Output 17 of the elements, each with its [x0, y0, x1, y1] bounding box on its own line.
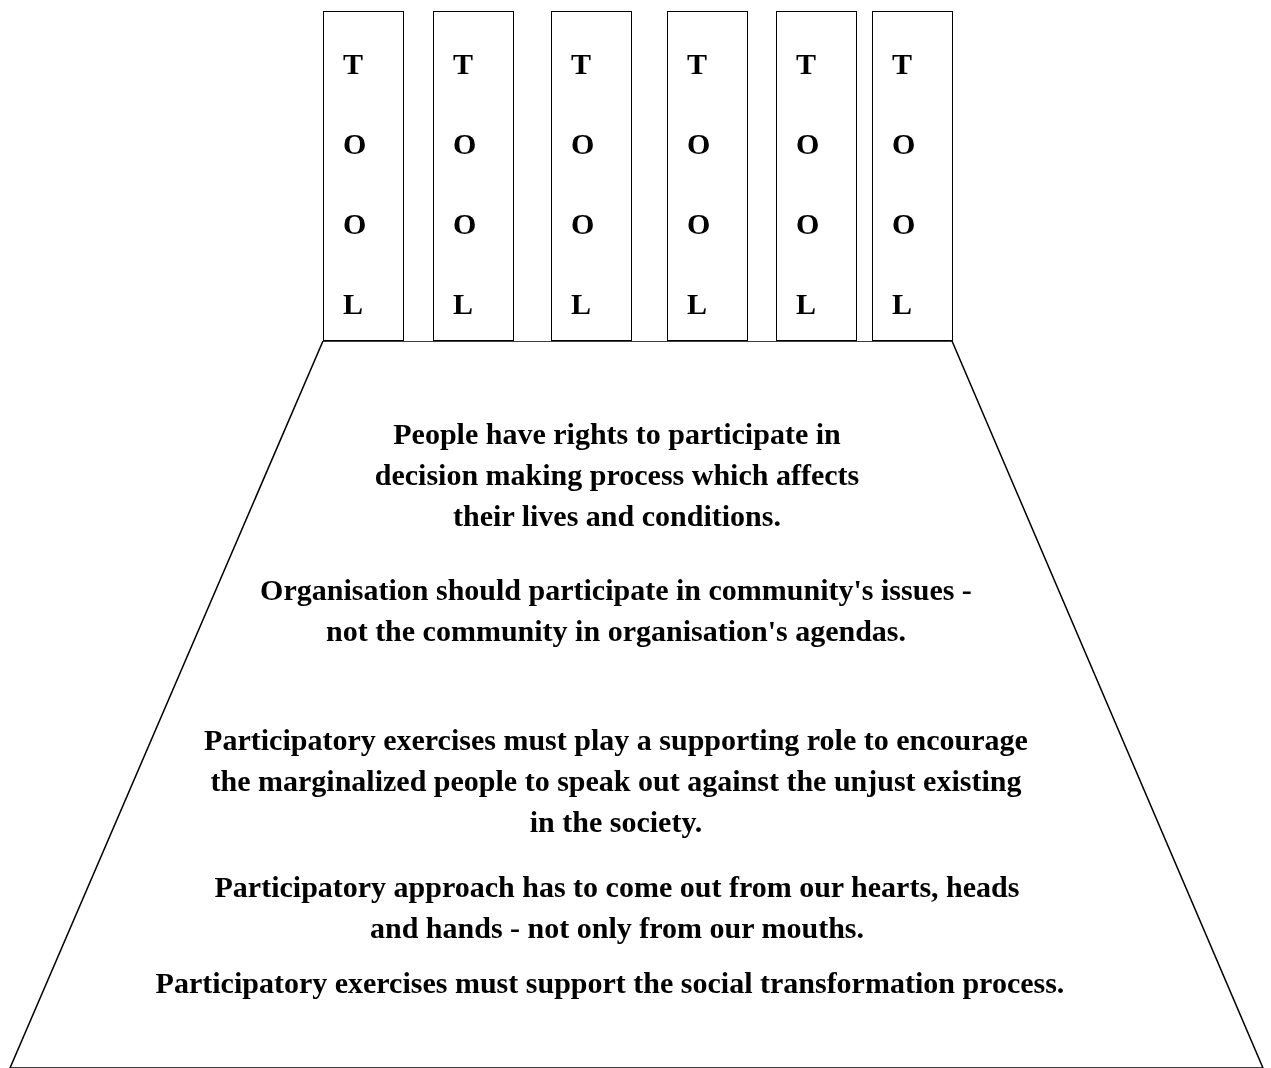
tool-label: T O O L: [687, 46, 712, 322]
principle-text: Participatory exercises must play a supporting role to encourage the marginalized people to speak out against the unjust existing in the society.: [203, 722, 1029, 840]
tool-label: T O O L: [453, 46, 478, 322]
principle-text: People have rights to participate in decision making process which affects their lives and conditions.: [373, 416, 861, 534]
principle-text: Participatory approach has to come out from our hearts, heads and hands - not only from our mouths.: [213, 869, 1021, 946]
principle-text: Organisation should participate in community's issues - not the community in organisation's agendas.: [259, 572, 973, 649]
tool-box: [872, 11, 953, 341]
tool-label: T O O L: [892, 46, 917, 322]
principle-text: Participatory exercises must support the social transformation process.: [154, 965, 1066, 1001]
tool-box: [433, 11, 514, 341]
tool-box: [323, 11, 404, 341]
tool-box: [551, 11, 632, 341]
tool-label: T O O L: [571, 46, 596, 322]
tool-label: T O O L: [796, 46, 821, 322]
tool-box: [667, 11, 748, 341]
tool-label: T O O L: [343, 46, 368, 322]
tool-box: [776, 11, 857, 341]
